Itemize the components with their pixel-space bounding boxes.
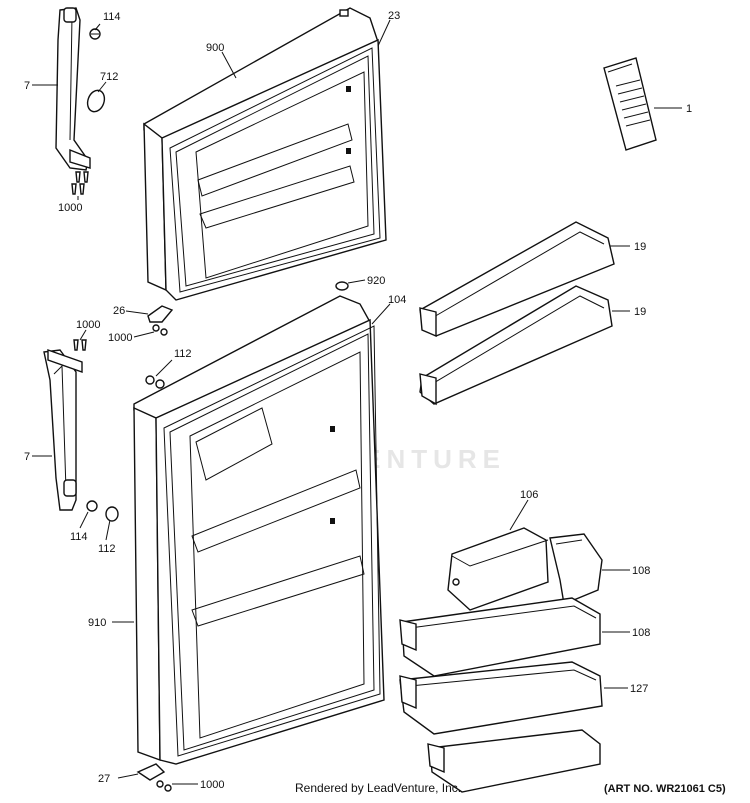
label-1000-top: 1000	[58, 202, 82, 214]
label-112-bottom: 112	[98, 543, 116, 555]
hinge-26	[147, 305, 174, 323]
handle-top-cap	[63, 7, 77, 23]
label-19-a: 19	[634, 241, 646, 253]
label-19-b: 19	[634, 306, 646, 318]
screw-1000-b1	[152, 324, 160, 332]
hinge-26-group: 26 1000 920	[108, 275, 385, 344]
label-7-top: 7	[24, 80, 30, 92]
label-920: 920	[367, 275, 385, 287]
footer-art-number: (ART NO. WR21061 C5)	[604, 783, 726, 795]
fresh-door-face	[155, 318, 385, 765]
label-7-bottom: 7	[24, 451, 30, 463]
plug-920	[335, 281, 349, 291]
dairy-cover-106: 106	[447, 489, 549, 611]
screw-114-bottom	[86, 500, 98, 512]
plug-112-b	[155, 379, 165, 389]
label-1000-b: 1000	[108, 332, 132, 344]
bottom-handle-group: 1000 112 7 114 112	[24, 319, 192, 555]
label-108-b: 108	[632, 627, 650, 639]
label-114-bottom: 114	[70, 531, 88, 543]
fresh-gasket	[163, 325, 381, 757]
label-712: 712	[100, 71, 118, 83]
door-bin-108-upper	[549, 533, 603, 605]
door-bin-bottom	[427, 729, 601, 793]
label-910: 910	[88, 617, 106, 629]
screw-1000-d1	[156, 780, 164, 788]
label-1000-c: 1000	[76, 319, 100, 331]
label-1000-d: 1000	[200, 779, 224, 791]
label-26: 26	[113, 305, 125, 317]
label-900: 900	[206, 42, 224, 54]
label-104: 104	[388, 294, 406, 306]
door-bin-19-lower	[419, 285, 613, 406]
handle-bracket-lower	[47, 349, 83, 373]
label-1: 1	[686, 103, 692, 115]
ring-712	[86, 89, 106, 113]
door-bin-19-upper	[419, 221, 615, 338]
screws-1000-c	[73, 339, 87, 351]
door-bin-108-lower	[399, 597, 601, 677]
label-108-a: 108	[632, 565, 650, 577]
label-23: 23	[388, 10, 400, 22]
freezer-shelf-upper	[197, 123, 353, 197]
label-127: 127	[630, 683, 648, 695]
hinge-27	[136, 763, 166, 781]
screw-1000-b2	[160, 328, 168, 336]
plug-112-bottom	[105, 506, 119, 522]
freezer-shelf-lower	[199, 165, 355, 229]
screws-1000-top	[71, 171, 89, 195]
top-handle-group: 114 7 712 1000	[24, 7, 121, 214]
freezer-gasket	[169, 47, 381, 293]
label-114-top: 114	[103, 11, 121, 23]
owners-manual-1: 1	[603, 57, 692, 151]
plug-112-a	[145, 375, 155, 385]
manual-book	[603, 57, 657, 151]
fresh-shelf-1	[191, 469, 361, 553]
dairy-compartment	[195, 407, 273, 481]
label-27: 27	[98, 773, 110, 785]
freezer-door-900: 900 23	[143, 7, 400, 301]
freezer-door-face	[161, 38, 387, 301]
screw-1000-d2	[164, 784, 172, 792]
handle-bracket	[69, 148, 91, 169]
footer-credit: Rendered by LeadVenture, Inc.	[295, 781, 461, 795]
label-112-a: 112	[174, 348, 192, 360]
fresh-shelf-2	[191, 555, 365, 627]
door-bin-127	[399, 661, 603, 735]
label-106: 106	[520, 489, 538, 501]
fresh-food-door-910: 910 104 27 1000	[88, 294, 406, 792]
